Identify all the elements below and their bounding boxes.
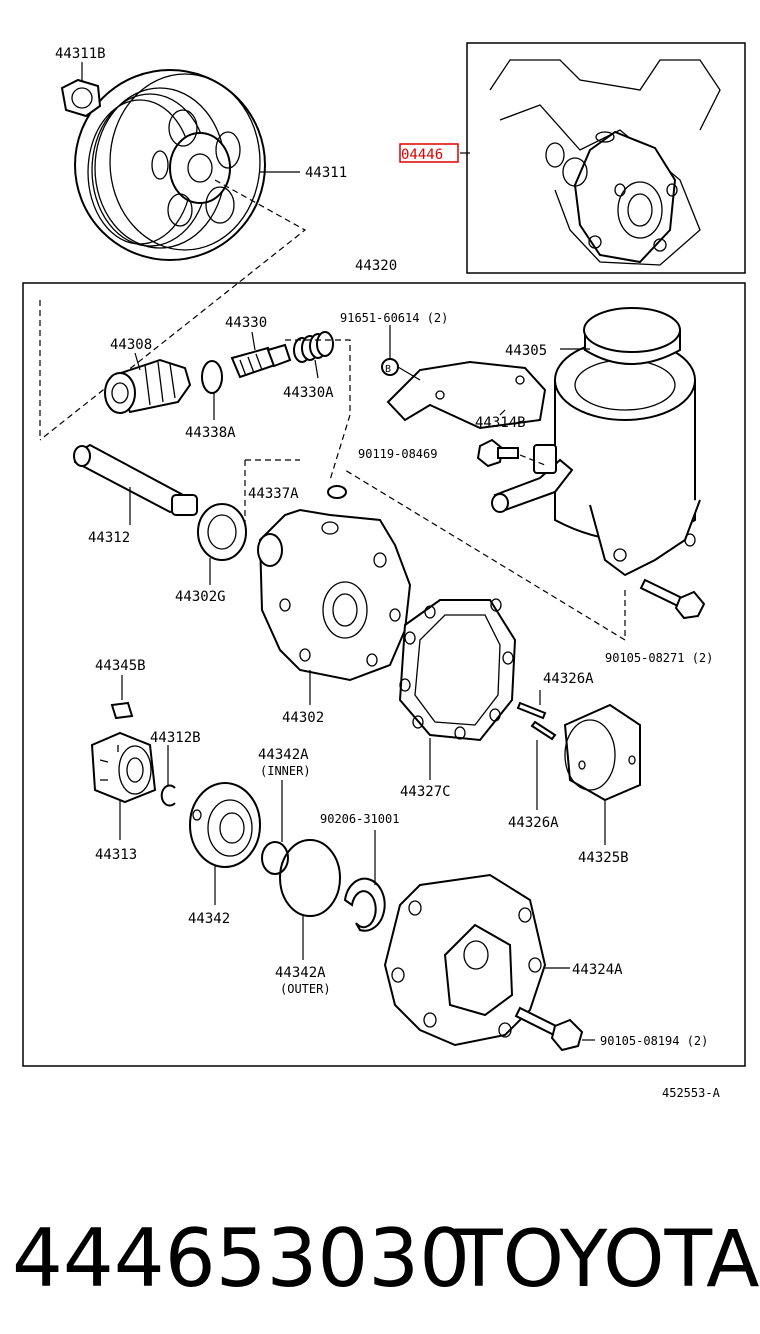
label-44325b: 44325B — [578, 850, 629, 866]
rear-housing-44324a — [383, 873, 547, 1047]
label-44308: 44308 — [110, 337, 152, 353]
bolt-90105-08271 — [639, 578, 706, 620]
label-44337a: 44337A — [248, 486, 299, 502]
label-44302: 44302 — [282, 710, 324, 726]
label-44320: 44320 — [355, 258, 397, 274]
label-44305: 44305 — [505, 343, 547, 359]
label-outer: (OUTER) — [280, 982, 331, 996]
bolt-mark-b: B — [385, 364, 391, 375]
bracket-44314b — [386, 360, 547, 430]
o-ring-44337a — [327, 485, 347, 499]
label-44342a-inner: 44342A — [258, 747, 309, 763]
o-ring-44342a-outer — [279, 839, 341, 917]
label-44330a: 44330A — [283, 385, 334, 401]
brand-name: TOYOTA — [454, 1215, 760, 1305]
pin-44326a-upper — [516, 701, 547, 720]
label-44330: 44330 — [225, 315, 267, 331]
label-44345b: 44345B — [95, 658, 146, 674]
pressure-plate-44342 — [189, 782, 261, 868]
label-44313: 44313 — [95, 847, 137, 863]
cam-ring-44325b — [563, 703, 641, 802]
label-44338a: 44338A — [185, 425, 236, 441]
bolt-90105-08194 — [514, 1006, 584, 1052]
label-44327c: 44327C — [400, 784, 451, 800]
label-44311: 44311 — [305, 165, 347, 181]
bolt-90119 — [476, 438, 519, 468]
part-number: 444653030 — [12, 1212, 470, 1305]
label-44326a-top: 44326A — [543, 671, 594, 687]
pin-44326a-lower — [530, 720, 557, 741]
label-44342a-outer: 44342A — [275, 965, 326, 981]
o-ring-44338a — [201, 360, 223, 394]
label-04446: 04446 — [401, 147, 443, 163]
assembly-frame — [22, 282, 746, 1067]
label-91651: 91651-60614 (2) — [340, 311, 448, 325]
valve-44330 — [230, 343, 292, 379]
snap-ring-44312b — [160, 784, 176, 807]
label-44312: 44312 — [88, 530, 130, 546]
o-ring-44342a-inner — [261, 841, 289, 875]
nut-44311b — [60, 78, 102, 118]
shaft-44312 — [73, 443, 198, 516]
label-44342: 44342 — [188, 911, 230, 927]
inset-frame — [466, 42, 746, 274]
plate-44345b — [110, 701, 134, 720]
label-44314b: 44314B — [475, 415, 526, 431]
label-44302g: 44302G — [175, 589, 226, 605]
reservoir-44305 — [491, 307, 701, 577]
label-90105-08271: 90105-08271 (2) — [605, 651, 713, 665]
label-44326a-bottom: 44326A — [508, 815, 559, 831]
highlight-box-04446 — [399, 143, 459, 163]
snap-ring-90206 — [343, 877, 386, 932]
label-44324a: 44324A — [572, 962, 623, 978]
gasket-44327c — [398, 598, 517, 742]
label-44311b: 44311B — [55, 46, 106, 62]
flow-valve-44308 — [104, 358, 192, 414]
label-44312b: 44312B — [150, 730, 201, 746]
diagram-reference: 452553-A — [662, 1086, 721, 1100]
seal-44302g — [197, 503, 247, 561]
rotor-44313 — [90, 731, 157, 804]
label-90119: 90119-08469 — [358, 447, 437, 461]
label-90105-08194: 90105-08194 (2) — [600, 1034, 708, 1048]
label-90206: 90206-31001 — [320, 812, 399, 826]
pulley-44311 — [74, 69, 266, 261]
label-inner: (INNER) — [260, 764, 311, 778]
housing-44302 — [257, 508, 412, 682]
spring-44330a — [293, 331, 334, 363]
inset-pump-sketch — [489, 59, 721, 266]
